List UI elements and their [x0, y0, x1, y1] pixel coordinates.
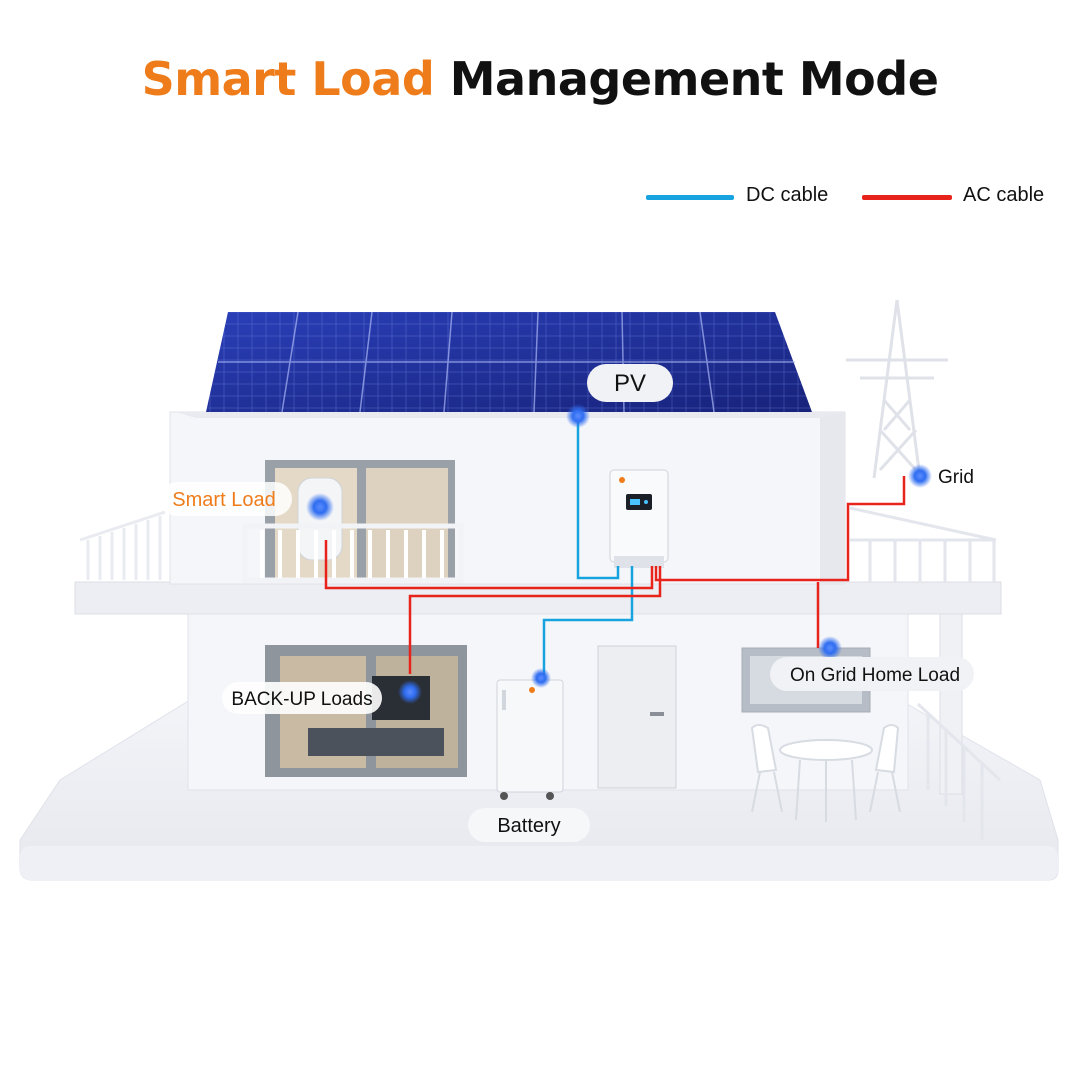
smart-load-node-glow: [306, 493, 334, 521]
grid-label: Grid: [938, 467, 974, 488]
ac-cable-legend-label: AC cable: [963, 184, 1045, 206]
transmission-tower: [846, 299, 948, 479]
on-grid-load-label-pill: [770, 657, 974, 691]
roof-base: [176, 412, 842, 418]
ac-cables: [324, 476, 906, 674]
dc-cables: [542, 418, 634, 678]
dc-cable-legend-label: DC cable: [746, 184, 829, 206]
pv-label-pill: [587, 364, 673, 402]
dc-cable-legend-line: [646, 195, 734, 200]
left-balcony-railing: [79, 510, 166, 580]
title-rest: Management Mode: [449, 52, 939, 106]
patio-furniture: [750, 724, 901, 822]
backup-loads-node-glow: [398, 680, 422, 704]
battery-label-pill: [468, 808, 590, 842]
upper-balcony-railing: [242, 523, 464, 583]
support-column: [939, 613, 963, 795]
right-terrace-railing: [849, 506, 997, 582]
tv-cabinet: [308, 728, 444, 756]
battery-cabinet: [496, 679, 564, 800]
pv-node-glow: [566, 404, 590, 428]
door-handle: [650, 712, 664, 716]
ac-cable-legend-line: [862, 195, 952, 200]
battery-label: Battery: [497, 815, 560, 837]
page-title: Smart Load Management Mode: [0, 52, 1080, 106]
on-grid-load-node-glow: [818, 636, 842, 660]
pv-label: PV: [614, 370, 646, 397]
ground-edge: [20, 846, 1058, 880]
smart-load-label-pill: [160, 482, 292, 516]
stair-railing: [916, 702, 1002, 840]
on-grid-load-label: On Grid Home Load: [790, 665, 960, 686]
hybrid-inverter: [609, 469, 669, 568]
backup-loads-label: BACK-UP Loads: [231, 689, 372, 710]
front-door: [597, 645, 677, 789]
battery-node-glow: [531, 668, 551, 688]
title-accent: Smart Load: [141, 52, 435, 106]
grid-node-glow: [908, 464, 932, 488]
backup-loads-label-pill: [222, 682, 382, 714]
upper-floor-shadow: [820, 412, 845, 584]
smart-load-label: Smart Load: [172, 489, 275, 511]
